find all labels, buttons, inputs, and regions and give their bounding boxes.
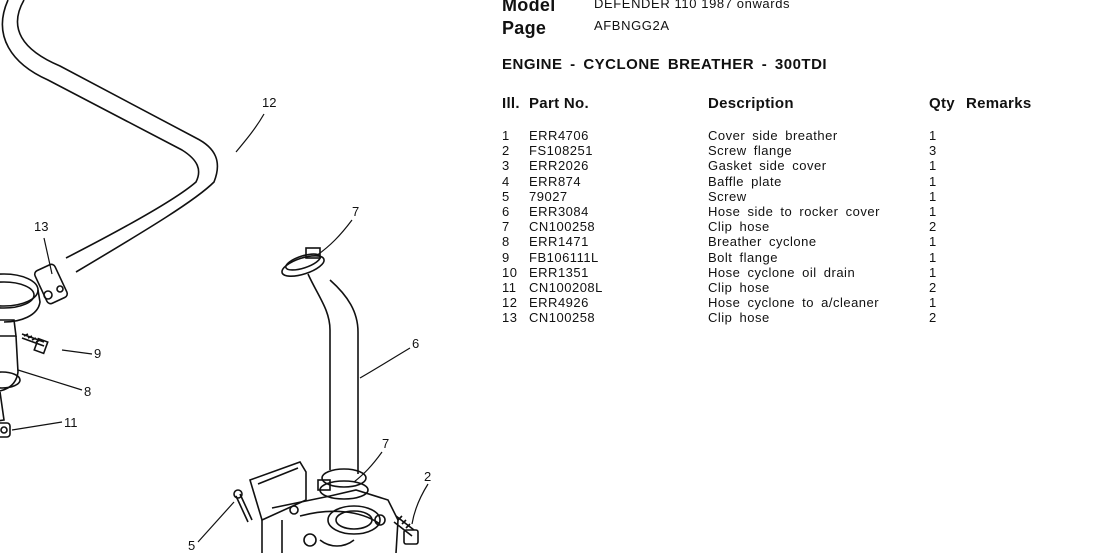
part-description: Hose cyclone oil drain bbox=[708, 264, 856, 280]
part-qty: 3 bbox=[929, 143, 937, 159]
callout-9: 9 bbox=[94, 346, 101, 361]
part-qty: 2 bbox=[929, 310, 937, 326]
table-row: 4 ERR874 Baffle plate 1 bbox=[502, 174, 962, 189]
ill-number: 7 bbox=[502, 219, 510, 235]
column-header-description: Description bbox=[708, 95, 794, 112]
part-number: FS108251 bbox=[529, 143, 593, 159]
screw-flange-2 bbox=[393, 515, 419, 545]
ill-number: 13 bbox=[502, 310, 518, 326]
table-row: 12 ERR4926 Hose cyclone to a/cleaner 1 bbox=[502, 295, 962, 310]
part-number: CN100208L bbox=[529, 280, 603, 296]
part-qty: 1 bbox=[929, 173, 937, 189]
ill-number: 1 bbox=[502, 128, 510, 143]
part-description: Clip hose bbox=[708, 219, 770, 235]
table-row: 11 CN100208L Clip hose 2 bbox=[502, 280, 962, 295]
part-number: ERR4706 bbox=[529, 128, 589, 143]
ill-number: 10 bbox=[502, 264, 518, 280]
callout-5: 5 bbox=[188, 538, 195, 553]
callout-7-lower: 7 bbox=[382, 436, 389, 451]
part-number: ERR4926 bbox=[529, 295, 589, 311]
part-number: FB106111L bbox=[529, 249, 599, 265]
screw-5 bbox=[233, 489, 253, 523]
table-row: 3 ERR2026 Gasket side cover 1 bbox=[502, 158, 962, 173]
column-header-ill: Ill. bbox=[502, 95, 520, 112]
part-qty: 1 bbox=[929, 128, 937, 143]
part-description: Hose cyclone to a/cleaner bbox=[708, 295, 880, 311]
part-number: ERR1471 bbox=[529, 234, 589, 250]
part-number: ERR1351 bbox=[529, 264, 589, 280]
callout-13: 13 bbox=[34, 219, 48, 234]
table-row: 9 FB106111L Bolt flange 1 bbox=[502, 250, 962, 265]
part-qty: 1 bbox=[929, 234, 937, 250]
hose-cyclone-to-aircleaner bbox=[1, 0, 219, 273]
part-qty: 2 bbox=[929, 280, 937, 296]
ill-number: 9 bbox=[502, 249, 510, 265]
ill-number: 12 bbox=[502, 295, 518, 311]
part-description: Cover side breather bbox=[708, 128, 838, 143]
ill-number: 6 bbox=[502, 204, 510, 220]
ill-number: 5 bbox=[502, 188, 510, 204]
table-row: 5 79027 Screw 1 bbox=[502, 189, 962, 204]
table-row: 13 CN100258 Clip hose 2 bbox=[502, 310, 962, 325]
model-label: Model bbox=[502, 0, 556, 15]
part-description: Clip hose bbox=[708, 280, 770, 296]
part-qty: 1 bbox=[929, 204, 937, 220]
table-row: 7 CN100258 Clip hose 2 bbox=[502, 219, 962, 234]
part-description: Screw flange bbox=[708, 143, 793, 159]
ill-number: 4 bbox=[502, 173, 510, 189]
part-qty: 1 bbox=[929, 264, 937, 280]
section-title: ENGINE - CYCLONE BREATHER - 300TDI bbox=[502, 56, 828, 73]
clip-hose-11 bbox=[0, 422, 11, 438]
part-number: ERR2026 bbox=[529, 158, 589, 174]
part-description: Hose side to rocker cover bbox=[708, 204, 880, 220]
ill-number: 2 bbox=[502, 143, 510, 159]
part-description: Gasket side cover bbox=[708, 158, 827, 174]
bolt-flange-9 bbox=[21, 333, 49, 355]
table-row: 2 FS108251 Screw flange 3 bbox=[502, 143, 962, 158]
callout-7-upper: 7 bbox=[352, 204, 359, 219]
callout-12: 12 bbox=[262, 95, 276, 110]
cover-side-breather bbox=[249, 461, 399, 553]
part-number: ERR874 bbox=[529, 173, 582, 189]
column-header-qty: Qty bbox=[929, 95, 955, 112]
model-value: DEFENDER 110 1987 onwards bbox=[594, 0, 791, 11]
callout-2: 2 bbox=[424, 469, 431, 484]
part-qty: 1 bbox=[929, 295, 937, 311]
part-qty: 1 bbox=[929, 158, 937, 174]
table-row: 10 ERR1351 Hose cyclone oil drain 1 bbox=[502, 265, 962, 280]
part-description: Bolt flange bbox=[708, 249, 778, 265]
column-header-part-no: Part No. bbox=[529, 95, 589, 112]
breather-cyclone-body bbox=[0, 273, 41, 422]
part-number: CN100258 bbox=[529, 310, 596, 326]
part-description: Baffle plate bbox=[708, 173, 782, 189]
part-qty: 2 bbox=[929, 219, 937, 235]
table-row: 6 ERR3084 Hose side to rocker cover 1 bbox=[502, 204, 962, 219]
part-qty: 1 bbox=[929, 188, 937, 204]
ill-number: 11 bbox=[502, 280, 517, 296]
page-label: Page bbox=[502, 18, 547, 38]
callout-6: 6 bbox=[412, 336, 419, 351]
hose-side-to-rocker-cover bbox=[281, 247, 369, 500]
clip-13 bbox=[33, 263, 69, 305]
leader-lines bbox=[11, 113, 429, 543]
callout-8: 8 bbox=[84, 384, 91, 399]
exploded-parts-diagram: 12 13 9 8 11 7 6 7 2 5 bbox=[0, 0, 431, 553]
parts-table: 1 ERR4706 Cover side breather 1 2 FS1082… bbox=[502, 128, 962, 326]
part-number: CN100258 bbox=[529, 219, 596, 235]
ill-number: 8 bbox=[502, 234, 510, 250]
part-description: Clip hose bbox=[708, 310, 770, 326]
part-number: ERR3084 bbox=[529, 204, 589, 220]
page-value: AFBNGG2A bbox=[594, 18, 670, 33]
part-description: Screw bbox=[708, 188, 747, 204]
callout-11: 11 bbox=[64, 415, 78, 430]
column-header-remarks: Remarks bbox=[966, 95, 1032, 112]
table-row: 1 ERR4706 Cover side breather 1 bbox=[502, 128, 962, 143]
ill-number: 3 bbox=[502, 158, 510, 174]
table-row: 8 ERR1471 Breather cyclone 1 bbox=[502, 234, 962, 249]
part-number: 79027 bbox=[529, 188, 568, 204]
part-description: Breather cyclone bbox=[708, 234, 817, 250]
part-qty: 1 bbox=[929, 249, 937, 265]
